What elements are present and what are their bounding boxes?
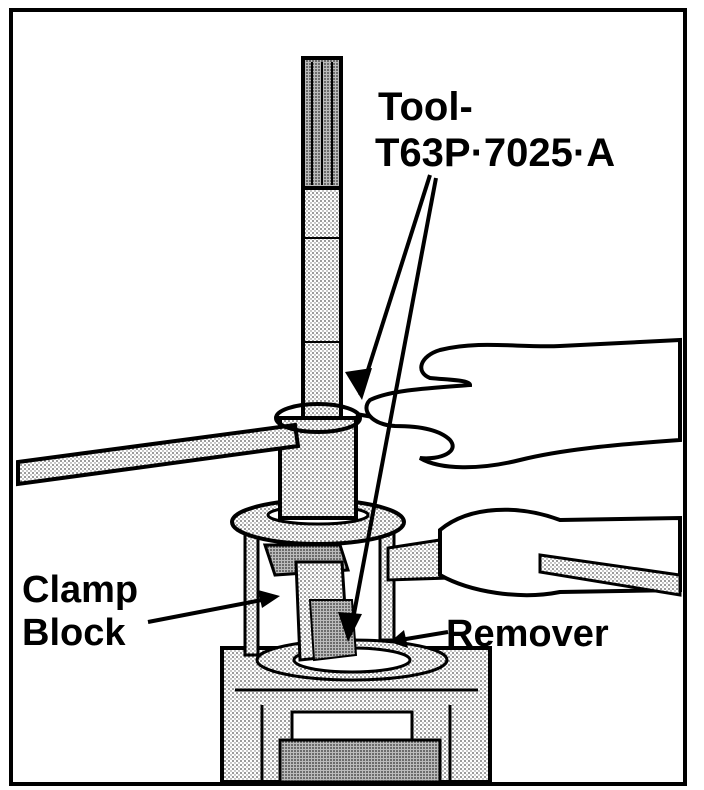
tool-label-line2: T63P·7025·A: [375, 131, 615, 175]
lower-hand-wrench: [386, 507, 682, 598]
remover-label: Remover: [446, 613, 609, 655]
remover-leader-line: [399, 630, 449, 642]
remover-leader-arrow: [390, 630, 408, 648]
clamp-block: [294, 560, 358, 662]
tool-label-line1: Tool-: [378, 85, 473, 129]
clamp-label-line2: Block: [22, 612, 126, 654]
upper-hand: [364, 337, 682, 470]
clamp-leader-line: [147, 596, 273, 624]
clamp-label-line1: Clamp: [22, 569, 138, 611]
tool-leader-lines: [338, 174, 438, 642]
clamp-leader-arrow: [258, 590, 280, 608]
shaft: [278, 56, 358, 520]
housing: [220, 638, 492, 784]
